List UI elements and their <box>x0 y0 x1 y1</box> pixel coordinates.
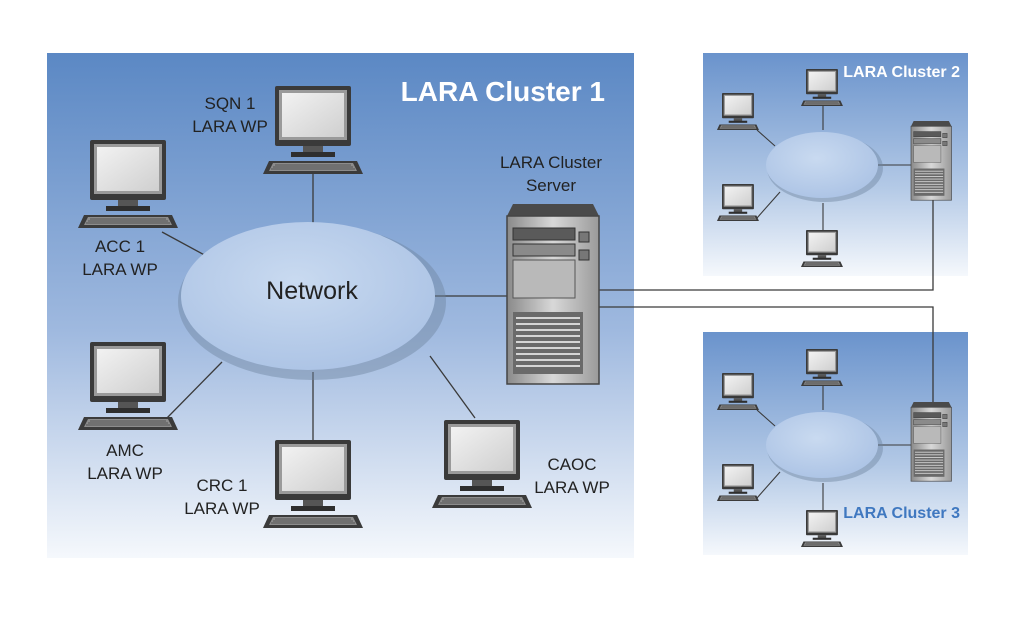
cluster-server-label-line1: LARA Cluster <box>500 153 602 172</box>
workstation-amc-label-line1: AMC <box>106 441 144 460</box>
cluster-server-icon <box>506 203 600 385</box>
network-ellipse <box>181 222 435 370</box>
workstation-acc1-label-line1: ACC 1 <box>95 237 145 256</box>
workstation-sqn1-label-line1: SQN 1 <box>204 94 255 113</box>
workstation-acc1-label-line2: LARA WP <box>82 260 158 279</box>
cluster-3-network-ellipse <box>766 412 878 478</box>
cluster-3-title: LARA Cluster 3 <box>843 505 960 522</box>
cluster-2-server-icon <box>910 120 952 201</box>
cluster-2-network-ellipse <box>766 132 878 198</box>
cluster-2-title: LARA Cluster 2 <box>843 64 960 81</box>
workstation-crc1-label-line2: LARA WP <box>184 499 260 518</box>
inter-cluster-links <box>598 200 934 402</box>
cluster-1-links <box>161 172 510 440</box>
cluster-2-links <box>756 106 912 230</box>
workstation-crc1-label-line1: CRC 1 <box>196 476 247 495</box>
cluster-server-label-line2: Server <box>526 176 576 195</box>
workstation-caoc-label-line1: CAOC <box>547 455 596 474</box>
cluster-3-links <box>756 386 912 510</box>
workstation-amc-label-line2: LARA WP <box>87 464 163 483</box>
cluster-1-title: LARA Cluster 1 <box>401 76 605 107</box>
workstation-caoc-label-line2: LARA WP <box>534 478 610 497</box>
workstation-sqn1-label-line2: LARA WP <box>192 117 268 136</box>
network-label: Network <box>266 277 358 305</box>
cluster-3-server-icon <box>910 401 952 482</box>
